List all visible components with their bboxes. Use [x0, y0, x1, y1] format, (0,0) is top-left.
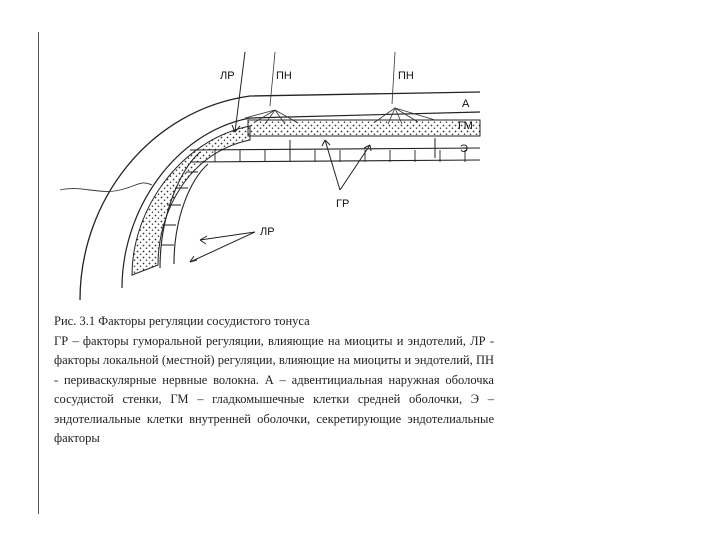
media-straight-band — [248, 120, 480, 136]
figure-caption: Рис. 3.1 Факторы регуляции сосудистого т… — [54, 312, 494, 449]
label-e: Э — [460, 143, 468, 155]
endothelium-cells — [160, 148, 480, 268]
vessel-wall-diagram — [40, 40, 500, 310]
nerve-fibers — [245, 52, 435, 124]
label-gr: ГР — [336, 198, 349, 210]
incoming-nerve-line — [60, 183, 152, 192]
label-pn-right: ПН — [398, 70, 414, 82]
label-gm: ГМ — [458, 120, 473, 132]
page-left-rule — [38, 32, 39, 514]
label-lr-top: ЛР — [220, 70, 235, 82]
label-pn-left: ПН — [276, 70, 292, 82]
vessel-wall-figure: ЛР ПН ПН А ГМ Э ГР ЛР — [40, 40, 500, 310]
label-lr-bottom: ЛР — [260, 226, 275, 238]
humoral-arrows — [290, 138, 435, 190]
media-curved-band — [132, 126, 250, 275]
caption-title: Рис. 3.1 Факторы регуляции сосудистого т… — [54, 312, 494, 332]
adventitia-inner-line — [122, 112, 480, 288]
label-a: А — [462, 98, 469, 110]
caption-body: ГР – факторы гуморальной регуляции, влия… — [54, 334, 494, 446]
